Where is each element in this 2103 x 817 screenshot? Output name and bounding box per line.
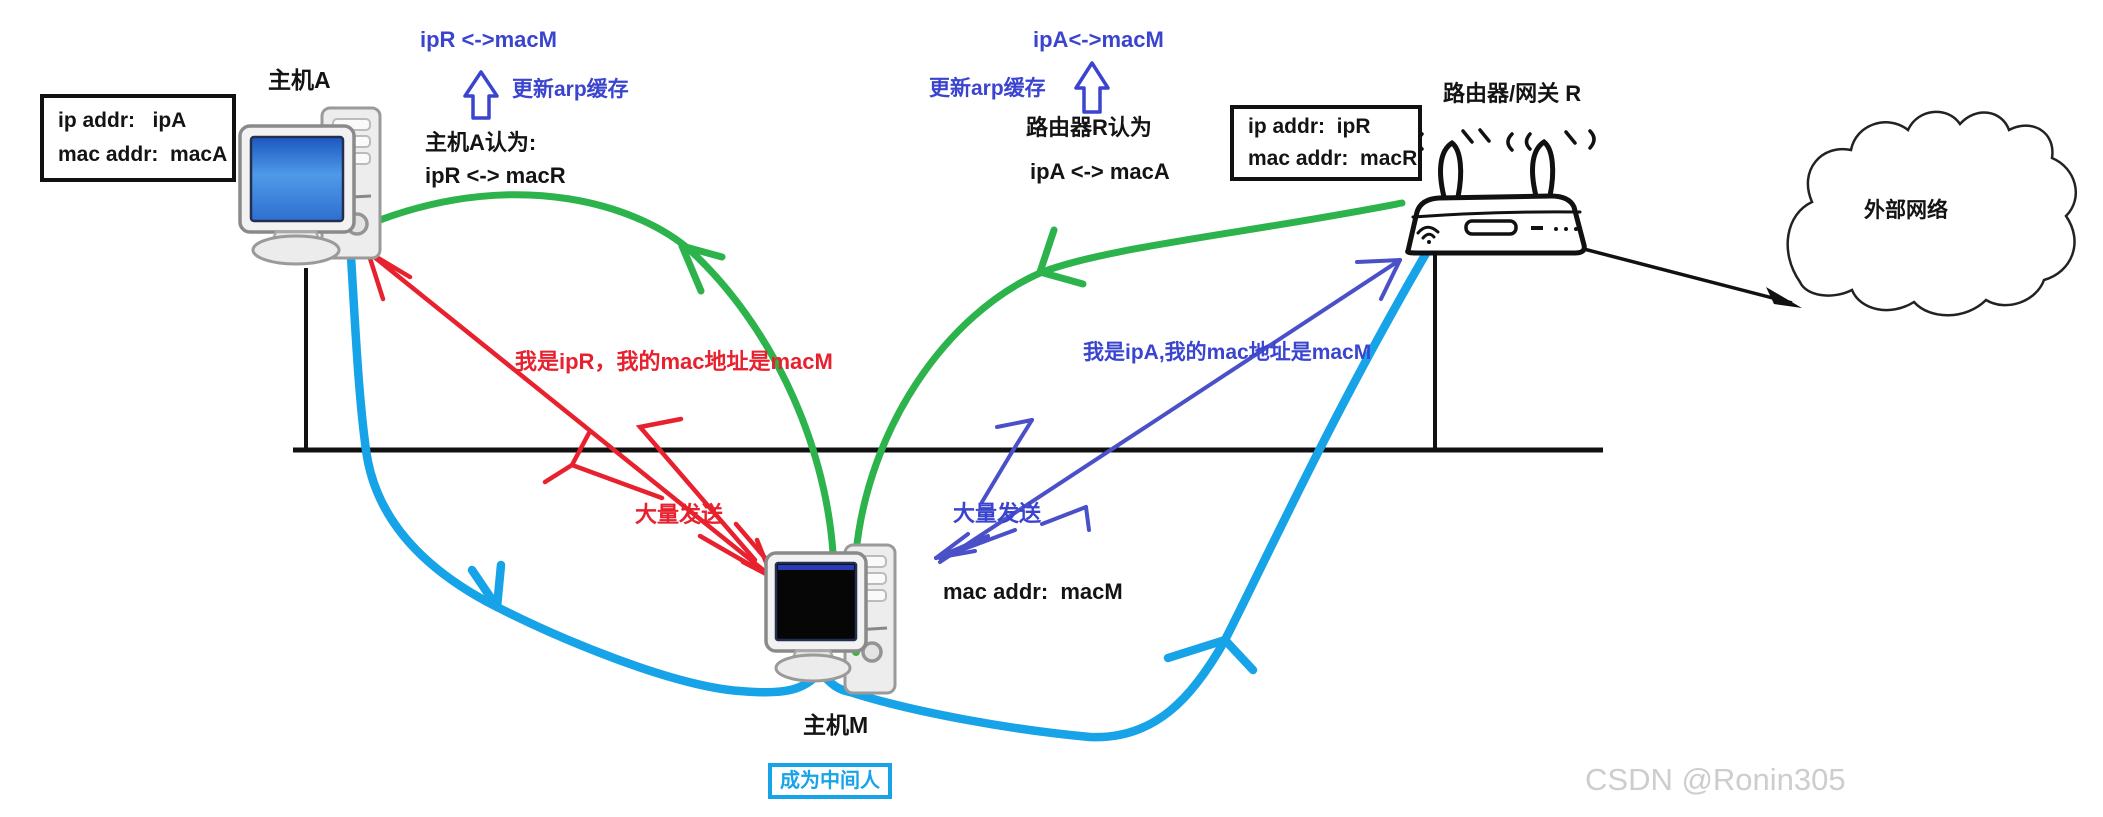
- router-mac-label: mac addr: macR: [1248, 147, 1418, 170]
- host-a-arp-mapping-label: ipR <->macM: [420, 27, 557, 52]
- blue-spoof-main-line: [938, 258, 1402, 564]
- spoof-to-a-message: 我是ipR，我的mac地址是macM: [515, 349, 833, 374]
- host-m-computer-icon: [764, 543, 897, 695]
- host-a-ip-label: ip addr: ipA: [58, 109, 187, 132]
- green-flow-arrows: [376, 191, 1406, 557]
- arp-update-arrow-left-icon: [463, 70, 499, 120]
- host-m-status-label: 成为中间人: [780, 770, 880, 792]
- red-spoof-main-line: [365, 249, 775, 580]
- router-info-box: ip addr: ipR mac addr: macR: [1230, 105, 1422, 181]
- spoof-to-r-message: 我是ipA,我的mac地址是macM: [1083, 341, 1372, 364]
- host-m-label: 主机M: [803, 712, 869, 738]
- host-a-arp-caption-label: 更新arp缓存: [512, 78, 629, 101]
- spoof-to-a-volume: 大量发送: [635, 502, 724, 527]
- host-m-mac-label: mac addr: macM: [943, 579, 1123, 604]
- host-a-belief-mapping: ipR <-> macR: [425, 163, 566, 188]
- host-a-info-box: ip addr: ipA mac addr: macA: [40, 94, 236, 182]
- cloud-icon: [1786, 110, 2078, 317]
- host-m-status-box: 成为中间人: [768, 763, 892, 799]
- blue-spoof-arrows: [934, 258, 1402, 564]
- host-a-belief-title: 主机A认为:: [425, 130, 537, 155]
- router-label: 路由器/网关 R: [1443, 81, 1582, 106]
- green-curve-r-to-m: [852, 199, 1406, 557]
- host-a-mac-label: mac addr: macA: [58, 143, 228, 166]
- router-arp-caption-label: 更新arp缓存: [929, 77, 1046, 100]
- router-icon: [1398, 128, 1596, 256]
- host-a-label: 主机A: [268, 67, 331, 93]
- router-belief-title: 路由器R认为: [1026, 115, 1152, 140]
- router-ip-label: ip addr: ipR: [1248, 115, 1371, 138]
- router-to-cloud-link: [1552, 239, 1802, 308]
- router-belief-mapping: ipA <-> macA: [1030, 159, 1170, 184]
- router-arp-mapping-label: ipA<->macM: [1033, 27, 1164, 52]
- host-a-computer-icon: [238, 106, 382, 266]
- watermark: CSDN @Ronin305: [1585, 762, 1846, 797]
- cloud-label: 外部网络: [1864, 199, 1948, 222]
- red-spoof-arrows: [365, 249, 775, 580]
- spoof-to-r-volume: 大量发送: [953, 501, 1042, 526]
- arp-update-arrow-right-icon: [1074, 61, 1110, 114]
